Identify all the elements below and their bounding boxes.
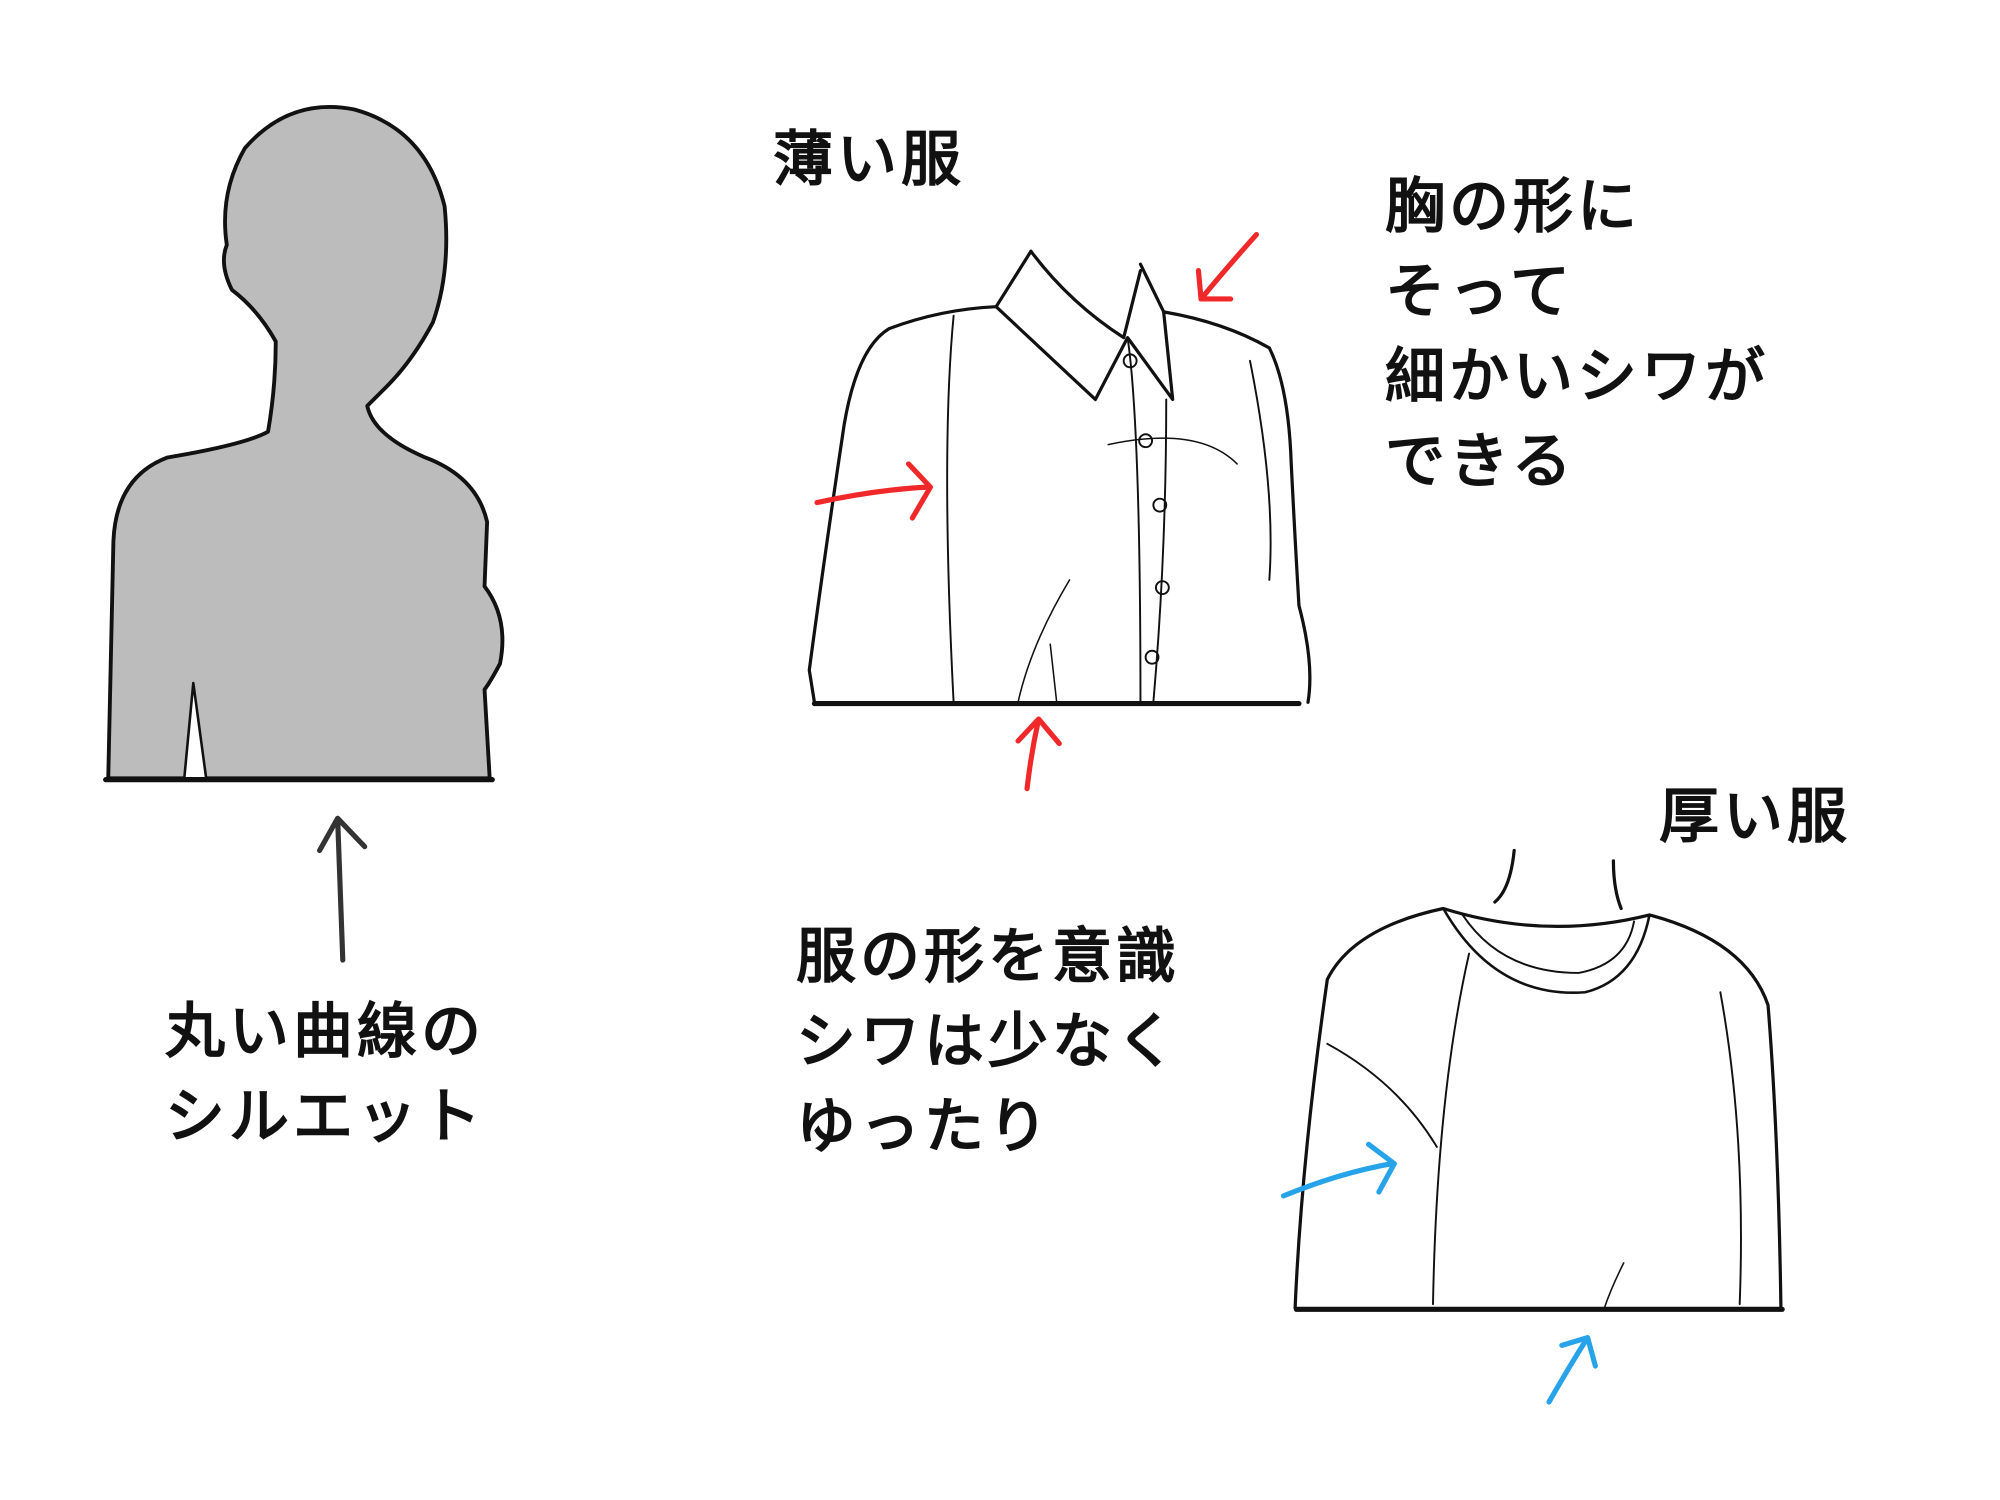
arrow-sleeve-blue bbox=[1280, 1141, 1397, 1199]
note-line: そって bbox=[1385, 257, 1574, 327]
thin-clothes-title: 薄い服 bbox=[773, 125, 965, 195]
thick-arrows bbox=[1280, 1141, 1598, 1405]
note-line: できる bbox=[1385, 427, 1576, 497]
silhouette-arrow bbox=[317, 815, 368, 963]
thin-clothes-note: 胸の形に そって 細かいシワが できる bbox=[1385, 165, 1769, 505]
arrow-chest bbox=[1195, 231, 1260, 302]
note-line: シワは少なく bbox=[796, 1007, 1180, 1077]
thick-sweater bbox=[1293, 848, 1785, 1312]
note-line: 細かいシワが bbox=[1385, 342, 1769, 412]
thick-clothes-note: 服の形を意識 シワは少なく ゆったり bbox=[796, 915, 1180, 1170]
caption-line: 丸い曲線の bbox=[165, 997, 485, 1067]
note-line: 胸の形に bbox=[1385, 172, 1641, 242]
thick-clothes-title: 厚い服 bbox=[1659, 782, 1851, 852]
arrow-sleeve bbox=[814, 461, 933, 521]
arrow-hem-blue bbox=[1546, 1335, 1598, 1405]
silhouette-caption: 丸い曲線の シルエット bbox=[165, 990, 485, 1160]
note-line: ゆったり bbox=[796, 1092, 1052, 1162]
caption-line: シルエット bbox=[165, 1082, 485, 1152]
body-silhouette bbox=[103, 105, 505, 783]
note-line: 服の形を意識 bbox=[796, 922, 1180, 992]
arrow-hem bbox=[1015, 716, 1062, 792]
thin-shirt bbox=[807, 249, 1312, 707]
thin-arrows bbox=[814, 231, 1260, 792]
